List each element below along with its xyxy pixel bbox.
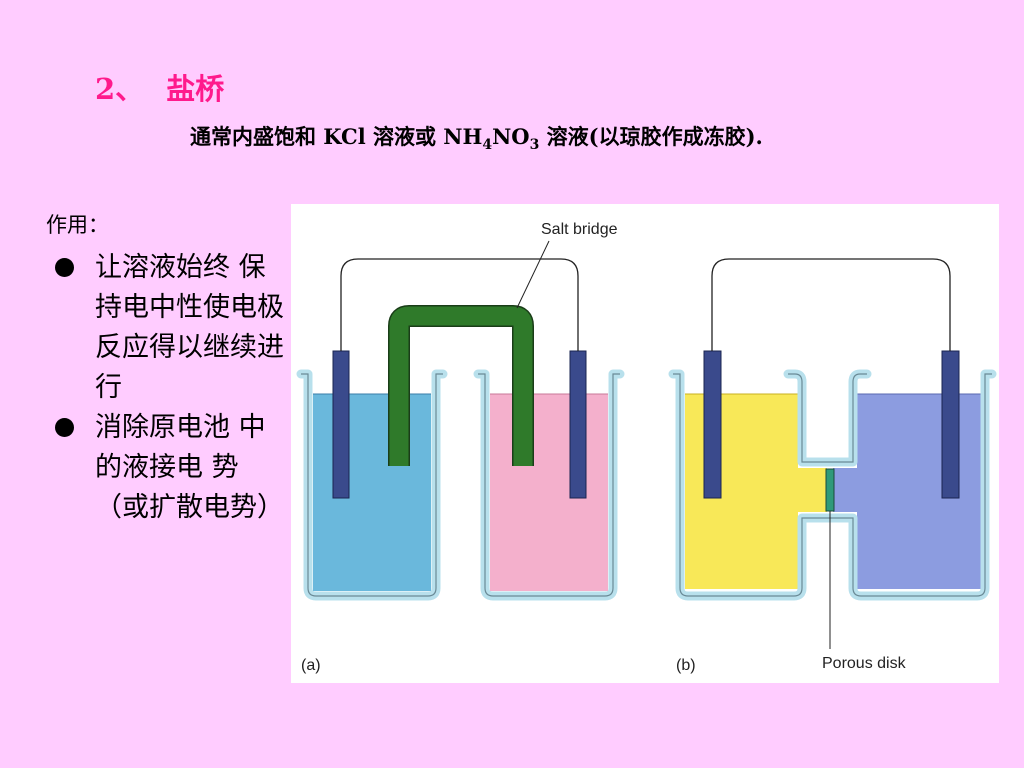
- subtitle-part2: NO: [492, 124, 530, 149]
- subtitle: 通常内盛饱和 KCl 溶液或 NH4NO3 溶液(以琼胶作成冻胶).: [190, 121, 763, 153]
- subtitle-sub2: 3: [529, 137, 540, 153]
- title-text: 盐桥: [166, 72, 225, 106]
- bullet-text: 消除原电池 中的液接电 势（或扩散电势）: [95, 412, 284, 523]
- bullet-text: 让溶液始终 保持电中性使电极反应得以继续进行: [95, 252, 284, 403]
- electrode-left-a: [332, 350, 350, 499]
- wire-a: [340, 258, 579, 351]
- solution-left-a: [313, 394, 431, 591]
- title-number: 2、: [95, 72, 145, 106]
- subtitle-sub1: 4: [482, 137, 493, 153]
- wire-b: [711, 258, 951, 351]
- porous-disk: [825, 468, 835, 512]
- bullet-item: 让溶液始终 保持电中性使电极反应得以继续进行: [55, 248, 290, 408]
- bullet-list: 让溶液始终 保持电中性使电极反应得以继续进行 消除原电池 中的液接电 势（或扩散…: [55, 248, 290, 528]
- electrode-left-b: [703, 350, 722, 499]
- electrode-right-a: [569, 350, 587, 499]
- electrode-right-b: [941, 350, 960, 499]
- effect-label: 作用：: [46, 213, 109, 237]
- label-a: (a): [301, 657, 321, 674]
- bullet-item: 消除原电池 中的液接电 势（或扩散电势）: [55, 408, 290, 528]
- bullet-icon: [55, 258, 74, 277]
- solution-right-a: [490, 394, 608, 591]
- beaker-left-a-outline: [301, 373, 443, 597]
- galvanic-cell-figure: Salt bridge (a) Porous disk (b): [291, 204, 999, 683]
- bullet-icon: [55, 418, 74, 437]
- subtitle-part1: 通常内盛饱和 KCl 溶液或 NH: [190, 124, 483, 149]
- beaker-right-a-outline: [478, 373, 620, 597]
- porous-disk-label: Porous disk: [822, 655, 907, 672]
- salt-bridge-pointer: [516, 240, 550, 309]
- cell-diagram: Salt bridge (a) Porous disk (b): [296, 221, 997, 674]
- slide-title: 2、盐桥: [95, 66, 224, 108]
- salt-bridge-label: Salt bridge: [541, 221, 618, 238]
- label-b: (b): [676, 657, 696, 674]
- subtitle-part3: 溶液(以琼胶作成冻胶).: [539, 124, 763, 149]
